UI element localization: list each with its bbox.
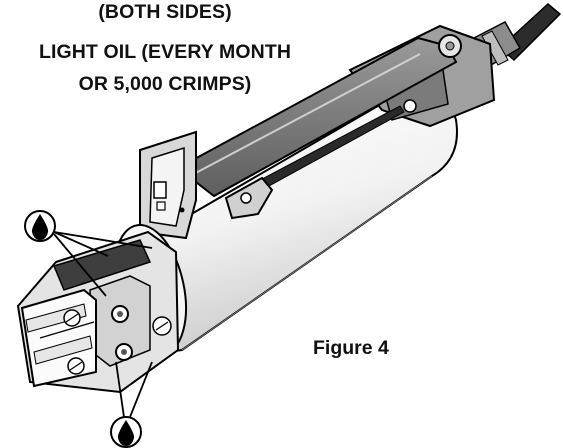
lubrication-callout-line-3: OR 5,000 CRIMPS) — [78, 73, 252, 95]
lubrication-callout-line-2: LIGHT OIL (EVERY MONTH — [38, 41, 292, 63]
oil-point-top — [24, 210, 153, 297]
oil-point-bottom — [110, 361, 153, 448]
oil-drop-icon — [117, 420, 135, 446]
oil-drop-icon — [31, 214, 49, 240]
lubrication-callout-line-1: (BOTH SIDES) — [98, 1, 232, 23]
hose-fitting — [468, 3, 562, 70]
clamp-screw — [240, 192, 252, 204]
release-bracket — [139, 130, 197, 240]
crimp-head — [16, 230, 180, 394]
lever-arm — [176, 34, 462, 198]
figure-label: Figure 4 — [313, 337, 389, 359]
